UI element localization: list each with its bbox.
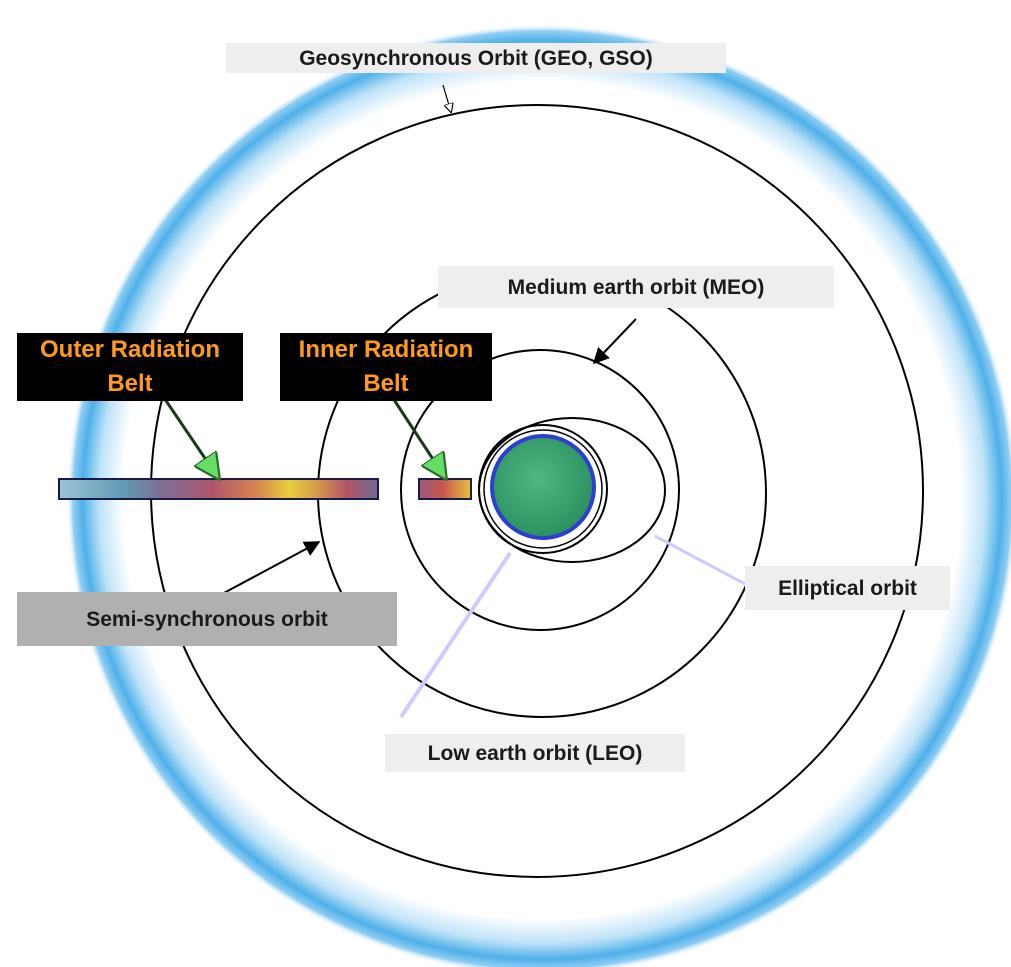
inner-belt-label-line-1: Inner Radiation: [298, 336, 474, 363]
meo-orbit: [400, 349, 680, 631]
leo-pointer-arrow: [399, 551, 512, 719]
elliptical-orbit-label: Elliptical orbit: [745, 566, 950, 610]
semi-synchronous-label: Semi-synchronous orbit: [17, 592, 397, 646]
outer-belt-pointer-arrow: [154, 385, 217, 476]
geo-pointer-arrow: [442, 84, 451, 112]
leo-orbit-inner: [483, 429, 603, 549]
semi-synchronous-pointer-arrow: [221, 541, 321, 595]
inner-belt-label-line-2: Belt: [363, 370, 409, 397]
elliptical-pointer-arrow: [654, 534, 746, 586]
inner-belt-pointer-arrow: [383, 385, 444, 476]
leo-orbit: [478, 424, 608, 554]
meo-label: Medium earth orbit (MEO): [438, 266, 834, 308]
outer-belt-label-line-2: Belt: [107, 370, 153, 397]
outer-belt-label-line-1: Outer Radiation: [39, 336, 220, 363]
leo-label: Low earth orbit (LEO): [385, 734, 685, 772]
meo-pointer-arrow: [592, 318, 637, 365]
outer-radiation-belt-label: Outer Radiation Belt: [17, 333, 243, 401]
inner-radiation-belt-label: Inner Radiation Belt: [280, 333, 492, 401]
geo-label: Geosynchronous Orbit (GEO, GSO): [226, 43, 726, 73]
inner-radiation-belt-bar: [418, 478, 472, 500]
outer-radiation-belt-bar: [58, 478, 379, 500]
earth: [490, 434, 596, 540]
